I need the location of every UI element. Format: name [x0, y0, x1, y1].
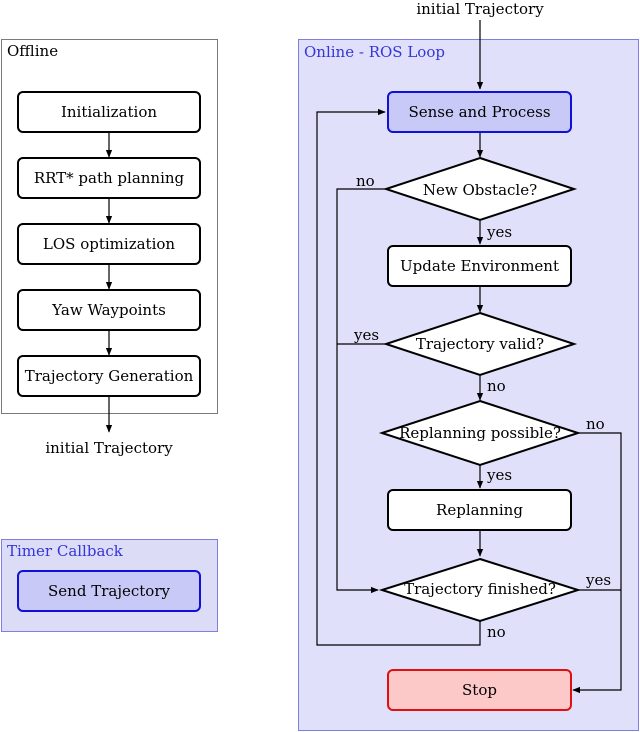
sense-and-process-box: Sense and Process [387, 91, 572, 133]
update-environment-box: Update Environment [387, 245, 572, 287]
edge-label-no-finished: no [487, 623, 506, 641]
initialization-box: Initialization [17, 91, 201, 133]
online-panel-title: Online - ROS Loop [304, 43, 445, 61]
online-input-label: initial Trajectory [416, 0, 544, 18]
los-optimization-box: LOS optimization [17, 223, 201, 265]
edge-label-yes-replan: yes [487, 466, 513, 484]
edge-label-yes-finished: yes [586, 571, 612, 589]
replanning-possible-diamond [378, 399, 582, 467]
trajectory-finished-diamond [378, 557, 582, 623]
replanning-possible-label: Replanning possible? [399, 424, 561, 442]
edge-label-no-valid: no [487, 377, 506, 395]
trajectory-valid-label: Trajectory valid? [415, 335, 545, 353]
new-obstacle-diamond [382, 156, 578, 222]
rrt-path-planning-box: RRT* path planning [17, 157, 201, 199]
online-arrows [316, 20, 622, 694]
timer-callback-title: Timer Callback [7, 542, 123, 560]
send-trajectory-box: Send Trajectory [17, 570, 201, 612]
new-obstacle-label: New Obstacle? [422, 181, 538, 199]
yaw-waypoints-box: Yaw Waypoints [17, 289, 201, 331]
decision-diamonds [378, 156, 582, 623]
trajectory-generation-box: Trajectory Generation [17, 355, 201, 397]
edge-label-no-replan: no [586, 415, 605, 433]
replanning-box: Replanning [387, 489, 572, 531]
trajectory-finished-label: Trajectory finished? [404, 580, 556, 598]
edge-label-yes-valid: yes [354, 326, 380, 344]
edge-label-yes-obstacle: yes [487, 223, 513, 241]
edge-label-no-obstacle: no [356, 172, 375, 190]
offline-panel-title: Offline [7, 42, 59, 60]
stop-box: Stop [387, 669, 572, 711]
trajectory-valid-diamond [382, 311, 578, 377]
offline-output-label: initial Trajectory [45, 439, 173, 457]
